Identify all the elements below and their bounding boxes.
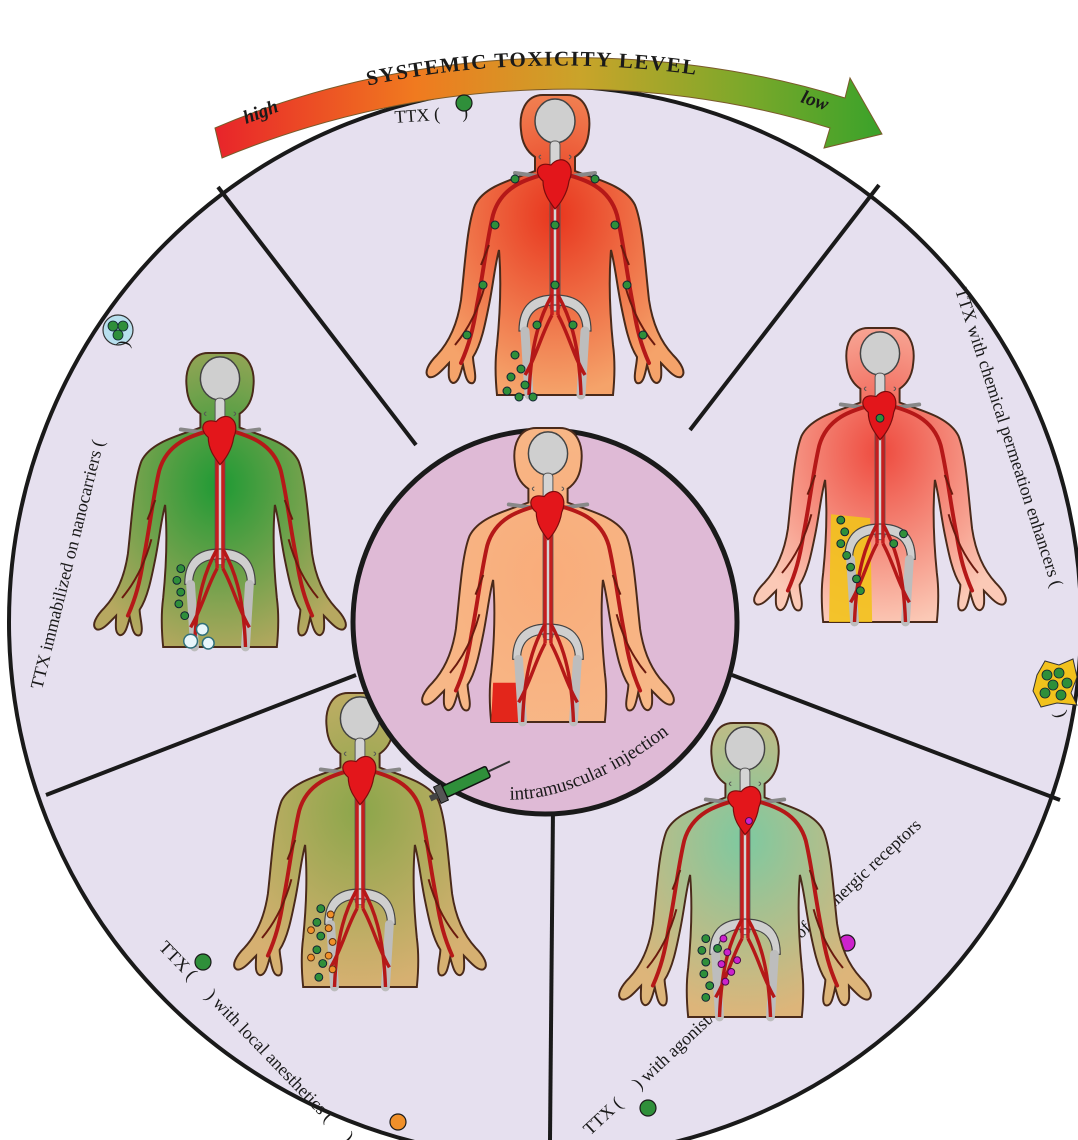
ttx-marker-icon (195, 954, 211, 970)
anesthetic-marker-icon (390, 1114, 406, 1130)
center-injection: intramuscular injection (353, 428, 737, 814)
ttx-marker-icon (456, 95, 472, 111)
ttx-marker-icon (640, 1100, 656, 1116)
